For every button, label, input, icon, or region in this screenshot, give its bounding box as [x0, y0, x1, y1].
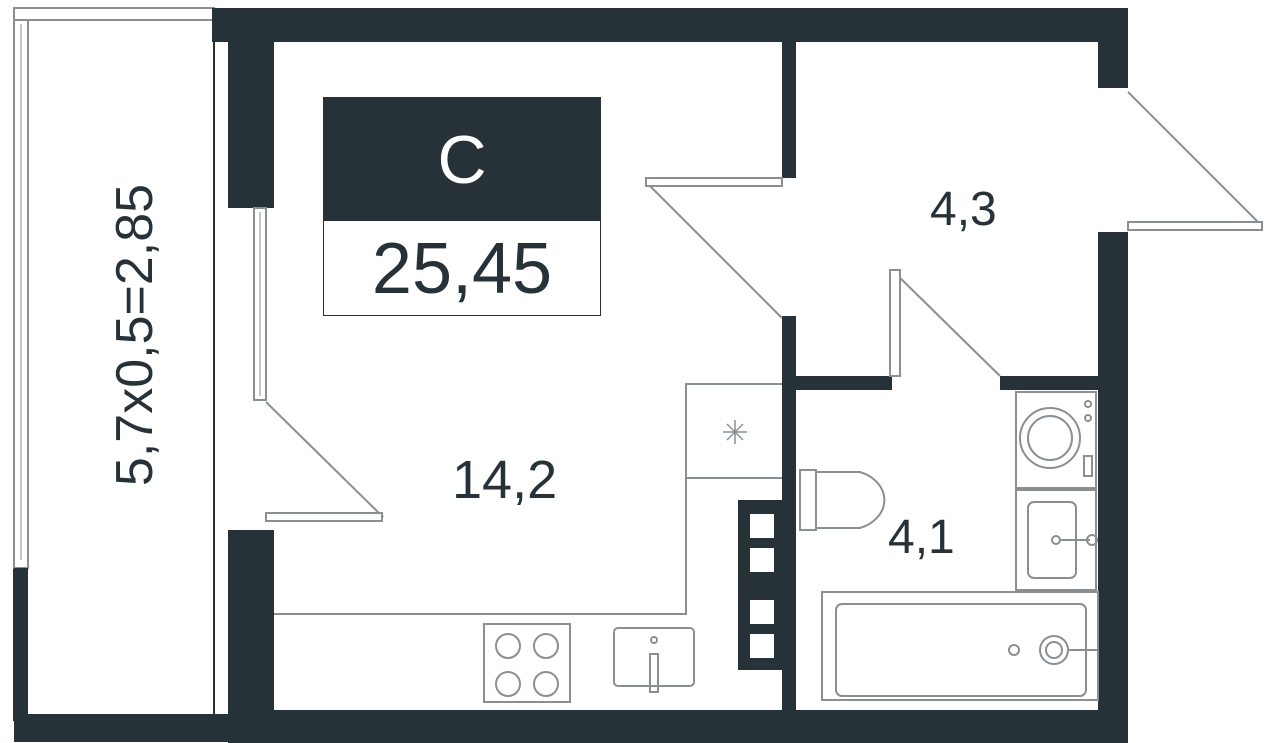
wall-left-lower: [228, 530, 274, 742]
total-area: 25,45: [371, 228, 553, 309]
toilet-icon: [799, 469, 886, 531]
shelving-icon: [738, 500, 782, 670]
balcony-area-formula: 5,7х0,5=2,85: [106, 183, 164, 487]
balcony-wall-left: [14, 568, 28, 720]
washing-machine-icon: [1015, 391, 1097, 489]
balcony-glazing-top: [13, 7, 215, 21]
window-left: [253, 207, 267, 401]
wall-hall-left-lower: [782, 316, 796, 716]
apartment-summary: С 25,45: [323, 97, 601, 316]
kitchen-sink-icon: [613, 627, 695, 693]
apartment-type-label: С: [324, 98, 600, 221]
door-swing-icon: [265, 91, 1263, 522]
kitchen-counter: [274, 383, 782, 615]
wall-right-lower: [1098, 232, 1128, 743]
ventilation-icon: [723, 420, 747, 444]
stove-icon: [483, 623, 571, 703]
balcony-wall-bottom: [14, 714, 228, 742]
wall-right-upper: [1098, 8, 1128, 88]
bathtub-icon: [821, 591, 1099, 701]
walls: [212, 8, 1128, 743]
hall-area-label: 4,3: [930, 183, 997, 236]
bathroom-area-label: 4,1: [888, 511, 955, 564]
wall-top: [212, 8, 1128, 42]
wall-left-upper: [228, 8, 274, 208]
washbasin-icon: [1015, 489, 1098, 591]
wall-bath-top-left: [782, 376, 892, 390]
living-area-label: 14,2: [452, 450, 558, 510]
balcony: [13, 7, 228, 742]
wall-hall-left-upper: [782, 38, 796, 178]
wall-bottom: [228, 710, 1128, 743]
wall-bath-top-right: [1000, 376, 1100, 390]
